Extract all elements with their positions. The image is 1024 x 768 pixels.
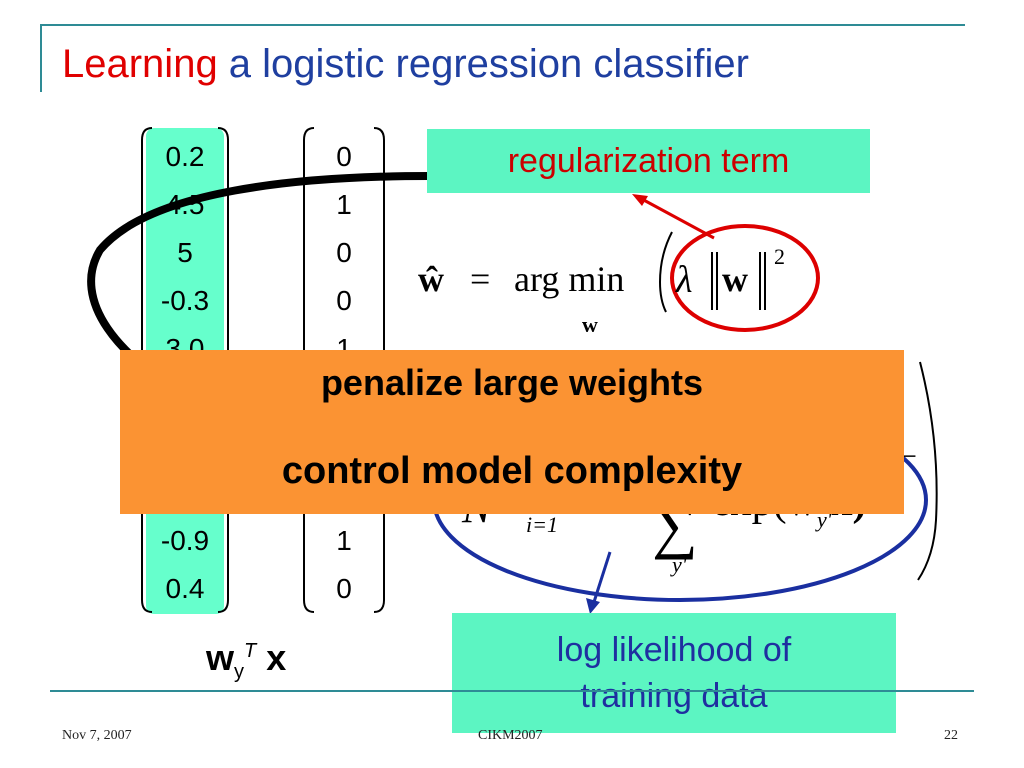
equation-argmin: arg min [514,259,625,299]
equation-argmin-subscript: w [582,312,598,337]
red-arrow-line [639,196,715,240]
label-subscript-y: y [234,661,245,684]
equation-right-paren [917,361,938,581]
footer-line [50,690,974,692]
feature-value: 0 [336,141,352,172]
weight-vector: 0.2 4.5 5 -0.3 3.0 -0.9 0.4 [146,133,224,613]
equation-sum-index: i=1 [526,512,558,537]
title-highlight: Learning [62,42,218,86]
slide-title: Learning a logistic regression classifie… [62,42,749,87]
feature-value: 1 [336,189,352,220]
equation-norm-w: w [722,259,748,299]
footer-center: CIKM2007 [478,728,543,743]
penalty-callout-box: penalize large weights control model com… [120,350,904,514]
feature-value: 0 [336,285,352,316]
equation-minus: − [900,440,917,473]
equation-lambda: λ [676,259,693,301]
weight-value: -0.3 [160,285,210,316]
log-likelihood-label: log likelihood of training data [452,613,896,733]
log-likelihood-line-1: log likelihood of [556,631,792,669]
dot-product-label: wyT x [206,637,286,684]
title-frame-top-line [40,24,965,26]
feature-vector: 0 1 0 0 1 1 0 [322,133,366,613]
red-arrow-head [632,194,648,206]
log-likelihood-line-2: training data [580,677,768,715]
title-frame-left-line [40,24,42,92]
feature-value: 1 [336,525,352,556]
feature-value: 0 [336,237,352,268]
label-x: x [266,637,287,678]
footer-page-number: 22 [944,728,958,743]
weight-value: -0.9 [160,525,210,556]
blue-arrow-line [592,551,612,603]
weight-value: 0.4 [165,573,205,604]
regularization-ellipse [670,224,820,332]
label-superscript-T: T [244,640,257,662]
title-rest: a logistic regression classifier [217,42,749,86]
regularization-term-label: regularization term [427,129,870,193]
equation-equals: = [470,259,491,299]
label-w: w [206,637,235,678]
weight-value: 0.2 [165,141,205,172]
footer-date: Nov 7, 2007 [62,728,132,743]
equation-sum-y-prime: y' [672,552,687,577]
equation-left-paren [658,231,673,313]
weight-value: 5 [177,237,193,268]
penalize-text: penalize large weights [320,362,704,403]
curved-arrow-path [87,172,431,400]
feature-value: 0 [336,573,352,604]
equation-w-hat: ŵ [418,259,444,299]
blue-arrow-head [586,598,600,614]
equation-norm-exponent: 2 [774,244,785,269]
control-complexity-text: control model complexity [281,450,743,492]
